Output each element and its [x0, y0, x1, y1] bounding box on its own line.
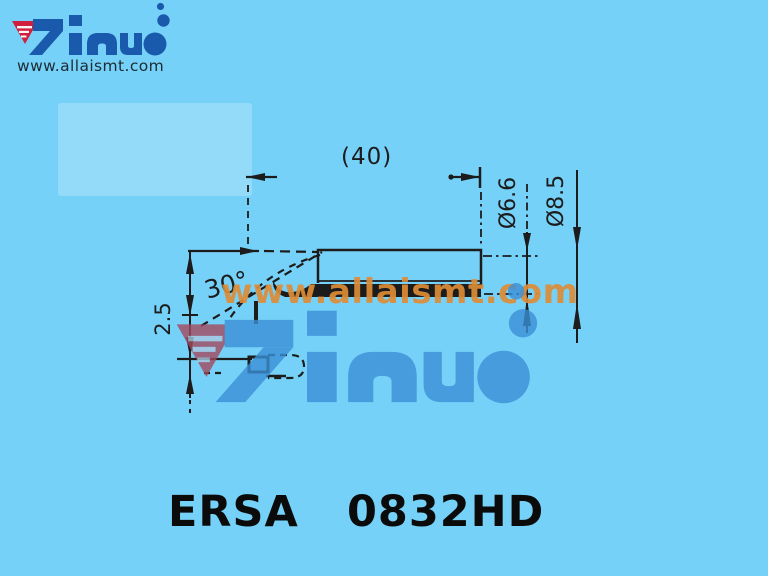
sleeve-diameter-label: Ø6.6: [496, 177, 521, 229]
length-dimension-label: (40): [341, 144, 392, 170]
tip-underside: [272, 281, 481, 297]
tip-body-front-view: [268, 353, 306, 380]
angle-cut-line: [200, 251, 323, 327]
brand-name: ERSA: [168, 487, 299, 537]
model-number: 0832HD: [347, 487, 545, 537]
cut-face-curve: [229, 253, 321, 319]
tip-width-dimension-label: 2.5: [151, 302, 175, 335]
website-text: www.allaismt.com: [17, 57, 165, 75]
outer-diameter-label: Ø8.5: [544, 175, 569, 227]
yinuo-watermark-logo: [172, 281, 538, 409]
tip-body-outline: [316, 248, 483, 287]
faded-patch: [58, 103, 252, 196]
yinuo-logo: [10, 2, 170, 58]
